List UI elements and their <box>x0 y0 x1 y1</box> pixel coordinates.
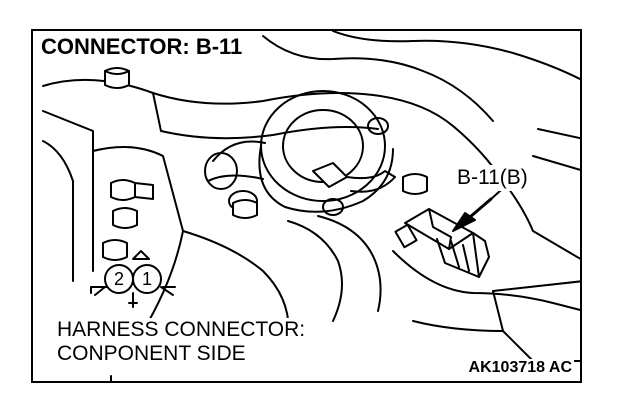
component-side-label: CONPONENT SIDE <box>55 342 248 366</box>
connector-pin-1: 1 <box>141 269 152 289</box>
harness-connector-symbol <box>90 250 176 308</box>
hose-lower-2 <box>317 215 382 312</box>
manifold-inner <box>152 92 379 140</box>
connector-pin-2: 2 <box>113 269 124 289</box>
right-edge-line <box>532 155 580 171</box>
upper-ridge-2 <box>332 31 580 81</box>
lower-right-body-2 <box>412 320 504 332</box>
hose-lower <box>287 220 343 322</box>
lower-right-body <box>392 250 580 312</box>
b11-sensor-connector <box>394 208 490 278</box>
left-block-2 <box>42 140 74 282</box>
bolt-right <box>402 173 428 195</box>
bolt-top <box>104 67 130 89</box>
harness-connector-label: HARNESS CONNECTOR: <box>55 318 308 342</box>
bolt-center <box>232 199 258 219</box>
throttle-bracket <box>207 140 266 182</box>
left-fitting <box>204 152 238 190</box>
throttle-bore <box>367 117 389 135</box>
right-edge-line-2 <box>537 128 580 140</box>
bolt-left-1 <box>110 179 154 201</box>
bottom-right-block <box>492 280 580 362</box>
sensor-connector-small <box>312 162 396 216</box>
bottom-right-block-2 <box>492 290 504 332</box>
callout-arrow-head <box>452 212 476 232</box>
connector-callout-label: B-11(B) <box>455 165 530 191</box>
engine-illustration <box>42 31 580 381</box>
connector-title: CONNECTOR: B-11 <box>41 34 246 62</box>
lower-left-curve <box>182 230 290 342</box>
upper-ridge <box>262 35 494 122</box>
throttle-body-outer <box>260 90 386 202</box>
bolt-left-2 <box>112 207 138 229</box>
diagram-frame: 2 1 CONNECTOR: B-11 B-11(B) HARNESS CONN… <box>31 29 582 383</box>
bolt-left-3 <box>102 239 128 261</box>
figure-code: AK103718 AC <box>466 359 574 377</box>
